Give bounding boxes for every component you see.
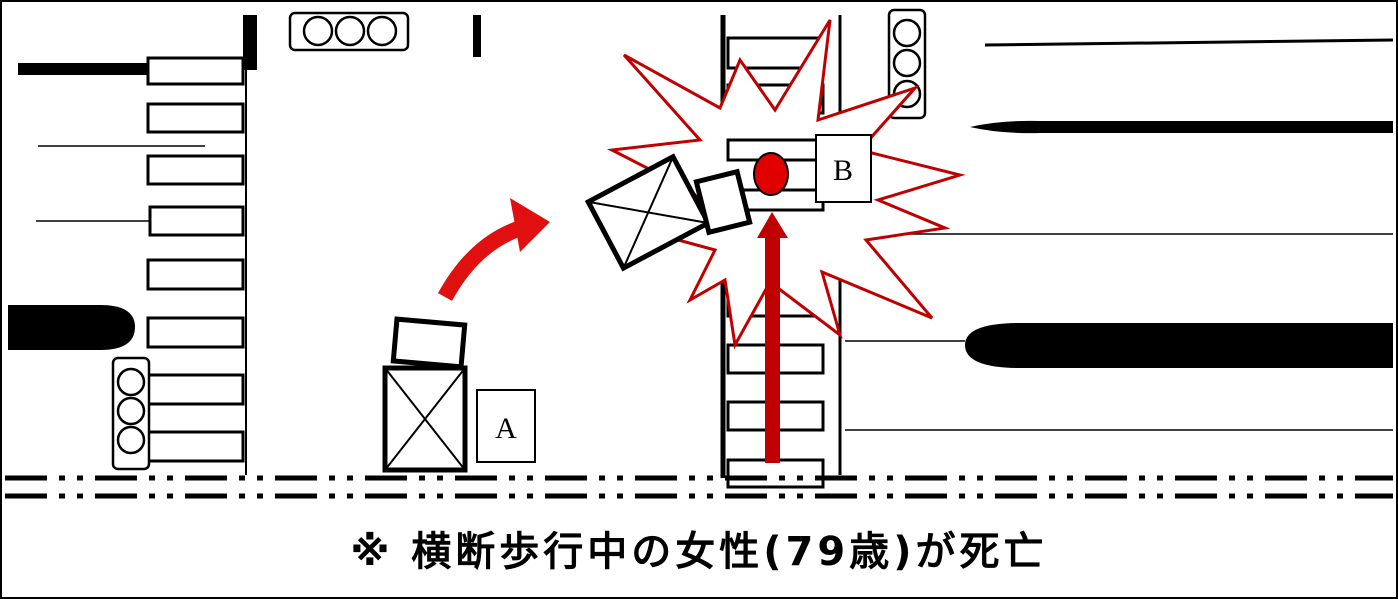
pedestrian-icon <box>753 152 789 196</box>
traffic-signal-icon <box>111 356 151 471</box>
label-b: B <box>833 154 853 187</box>
direction-arrow-icon <box>437 198 550 301</box>
median-island-left <box>8 305 135 350</box>
vehicle-a-impact <box>584 153 712 272</box>
vehicle-a-cab <box>693 168 753 236</box>
traffic-signal-icon <box>288 11 410 52</box>
caption-text: ※ 横断歩行中の女性(79歳)が死亡 <box>350 529 1048 575</box>
road-boundary-line <box>5 475 1393 499</box>
lane-line <box>984 38 1394 47</box>
vehicle-a-initial <box>382 316 468 473</box>
median-island-right <box>965 323 1393 368</box>
pedestrian-path-arrow <box>757 212 788 463</box>
left-crosswalk <box>146 56 245 463</box>
corner-post <box>243 15 257 70</box>
label-a: A <box>495 412 517 445</box>
label-box-a <box>476 389 536 463</box>
label-box-b <box>815 134 872 203</box>
road-marking <box>473 15 481 57</box>
lane-line-thick <box>970 120 1393 134</box>
